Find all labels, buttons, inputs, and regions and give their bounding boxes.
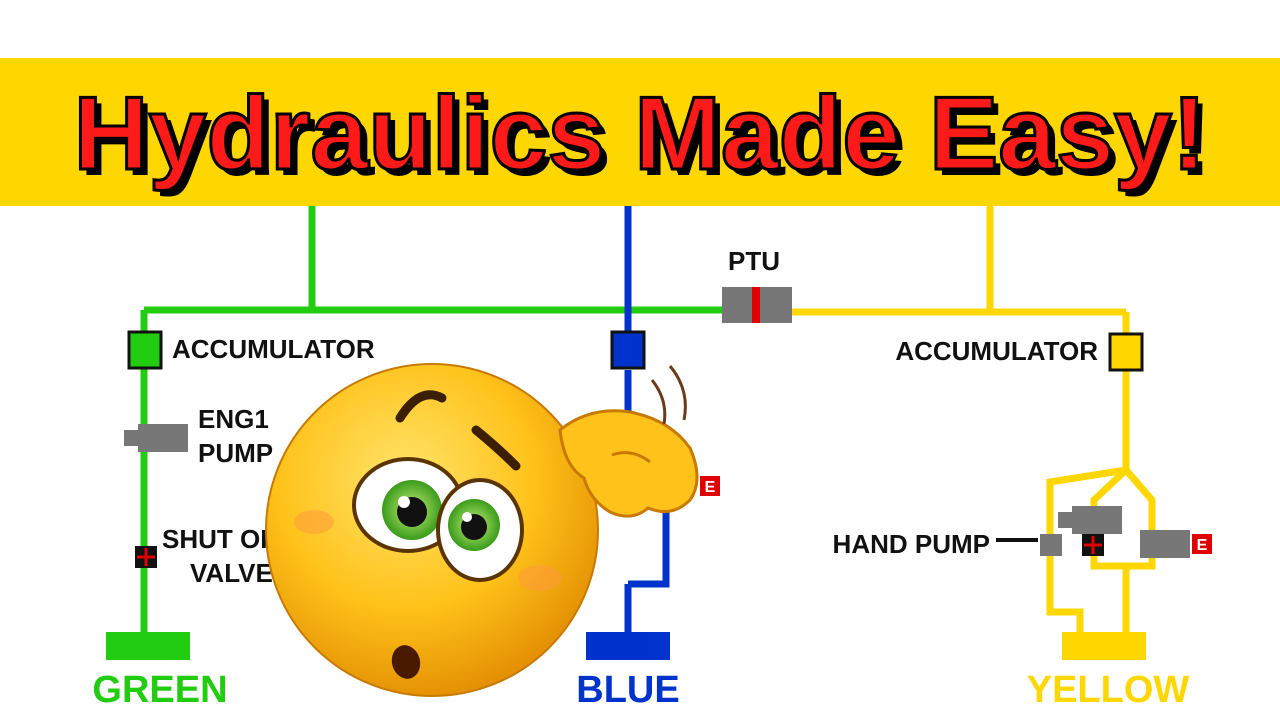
yellow-accumulator-label: ACCUMULATOR	[895, 336, 1098, 366]
eng1-pump	[124, 424, 188, 452]
title-banner	[0, 58, 1280, 206]
page-title: Hydraulics Made Easy!	[72, 75, 1208, 194]
yellow-elec-marker-label: E	[1197, 537, 1208, 554]
yellow-reservoir	[1062, 632, 1146, 660]
yellow-engine-pump	[1058, 506, 1122, 534]
yellow-lines	[790, 206, 1156, 634]
hand-pump	[996, 534, 1062, 556]
yellow-shutoff-valve	[1082, 534, 1104, 556]
eng1-label-line2: PUMP	[198, 438, 273, 468]
blue-reservoir	[586, 632, 670, 660]
confused-emoji-icon	[265, 363, 699, 697]
blue-electric-pump-marker: E	[700, 476, 720, 496]
system-label-green: GREEN	[92, 669, 227, 711]
blue-elec-marker-label: E	[705, 479, 716, 496]
ptu-label: PTU	[728, 246, 780, 276]
blue-accumulator	[610, 330, 646, 370]
yellow-accumulator	[1108, 332, 1144, 372]
system-label-blue: BLUE	[576, 669, 679, 711]
shutoff-label-line2: VALVE	[190, 558, 273, 588]
system-label-yellow: YELLOW	[1027, 669, 1190, 711]
green-accumulator-label: ACCUMULATOR	[172, 334, 375, 364]
green-accumulator	[127, 330, 163, 370]
eng1-label-line1: ENG1	[198, 404, 269, 434]
green-shutoff-valve	[135, 546, 157, 568]
ptu	[722, 287, 792, 323]
green-reservoir	[106, 632, 190, 660]
yellow-electric-pump: E	[1140, 530, 1212, 558]
hand-pump-label: HAND PUMP	[833, 529, 990, 559]
